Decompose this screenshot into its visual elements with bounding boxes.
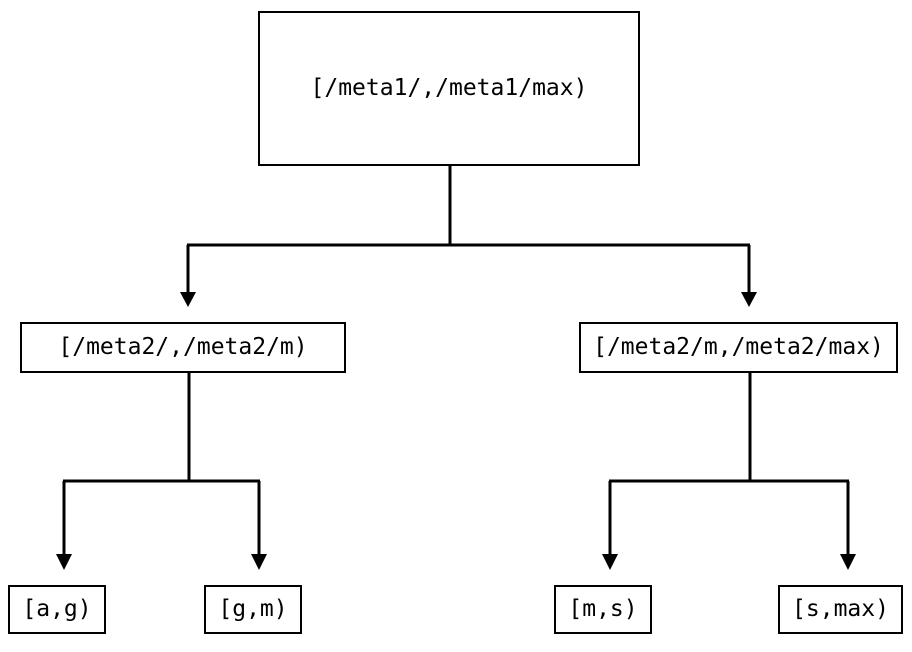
arrowhead-down-icon [56, 554, 72, 570]
tree-node-leaf-1[interactable]: [a,g) [8, 585, 106, 634]
arrowhead-down-icon [840, 554, 856, 570]
tree-node-branch-right[interactable]: [/meta2/m,/meta2/max) [579, 322, 898, 373]
edge-root-to-branches [180, 166, 757, 307]
tree-node-branch-left-label: [/meta2/,/meta2/m) [58, 334, 308, 360]
tree-node-leaf-4[interactable]: [s,max) [778, 585, 903, 634]
tree-node-root[interactable]: [/meta1/,/meta1/max) [258, 11, 640, 166]
tree-node-root-label: [/meta1/,/meta1/max) [310, 75, 588, 101]
tree-node-leaf-3-label: [m,s) [568, 596, 638, 622]
tree-node-leaf-2-label: [g,m) [218, 596, 288, 622]
arrowhead-down-icon [741, 292, 757, 307]
tree-node-leaf-1-label: [a,g) [22, 596, 92, 622]
arrowhead-down-icon [602, 554, 618, 570]
arrowhead-down-icon [251, 554, 267, 570]
arrowhead-down-icon [180, 292, 196, 307]
tree-node-leaf-3[interactable]: [m,s) [554, 585, 652, 634]
tree-node-branch-left[interactable]: [/meta2/,/meta2/m) [20, 322, 346, 373]
tree-node-leaf-2[interactable]: [g,m) [204, 585, 302, 634]
edge-branch-left-to-leaves [56, 373, 267, 570]
edge-branch-right-to-leaves [602, 373, 856, 570]
tree-node-branch-right-label: [/meta2/m,/meta2/max) [593, 334, 884, 360]
tree-node-leaf-4-label: [s,max) [792, 596, 889, 622]
